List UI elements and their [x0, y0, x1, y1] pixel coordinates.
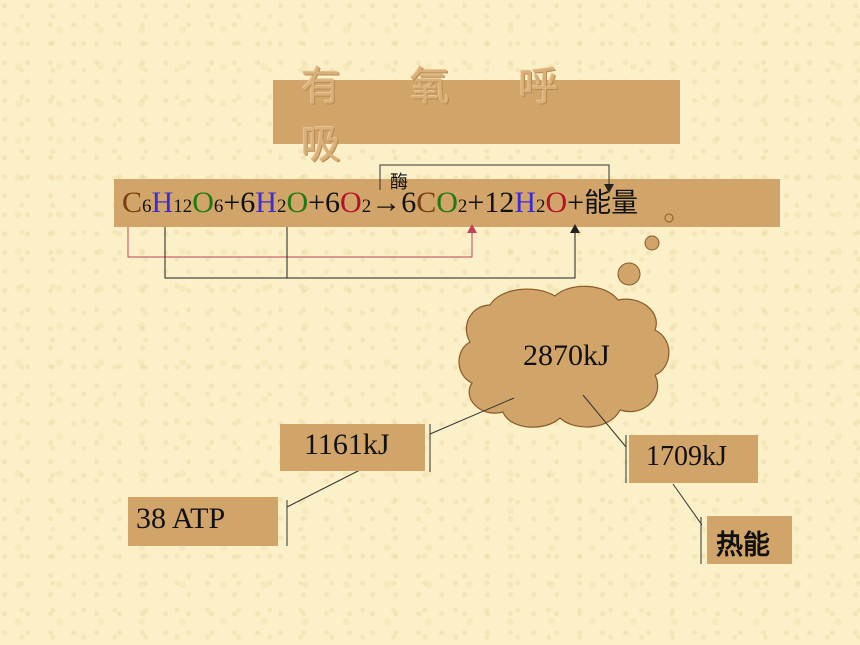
total-energy: 2870kJ	[523, 339, 610, 372]
atp-energy-value: 1161kJ	[304, 428, 390, 461]
heat-energy-value: 1709kJ	[646, 441, 727, 472]
equation-part: H	[514, 186, 536, 219]
carbon-path-line	[127, 227, 473, 258]
equation-part: →6	[371, 186, 417, 219]
heat-energy-connector	[582, 394, 627, 448]
equation-part: C	[416, 186, 437, 219]
equation-part: +6	[223, 186, 256, 219]
atp-count-connector	[286, 469, 361, 508]
equation-part: C	[122, 186, 143, 219]
heat-label-box: 热能	[707, 516, 792, 564]
thought-bubble-small	[664, 213, 674, 223]
equation-part: O	[436, 186, 458, 219]
equation-part: H	[255, 186, 277, 219]
atp-energy-connector	[429, 397, 515, 435]
oxygen-to-water-line	[379, 164, 610, 190]
hydrogen-path-line	[164, 227, 576, 279]
equation-part: +6	[308, 186, 341, 219]
energy-cloud	[458, 285, 670, 428]
equation-part: 能量	[584, 188, 639, 219]
equation-part: O	[340, 186, 362, 219]
heat-label-connector	[672, 483, 703, 526]
equation-part: +	[567, 186, 585, 219]
equation-part: H	[151, 186, 174, 219]
thought-bubble-medium	[644, 235, 660, 251]
atp-count-box: 38 ATP	[128, 497, 278, 546]
atp-energy-box: 1161kJ	[280, 424, 425, 471]
thought-bubble-large	[617, 262, 641, 286]
equation-part: O	[192, 186, 214, 219]
equation-part: O	[286, 186, 309, 219]
atp-count-value: 38 ATP	[136, 502, 226, 535]
heat-energy-box: 1709kJ	[629, 435, 758, 483]
equation-part: O	[545, 186, 568, 219]
equation-part: +12	[467, 186, 515, 219]
heat-label: 热能	[716, 530, 770, 561]
enzyme-label: 酶	[390, 172, 408, 193]
